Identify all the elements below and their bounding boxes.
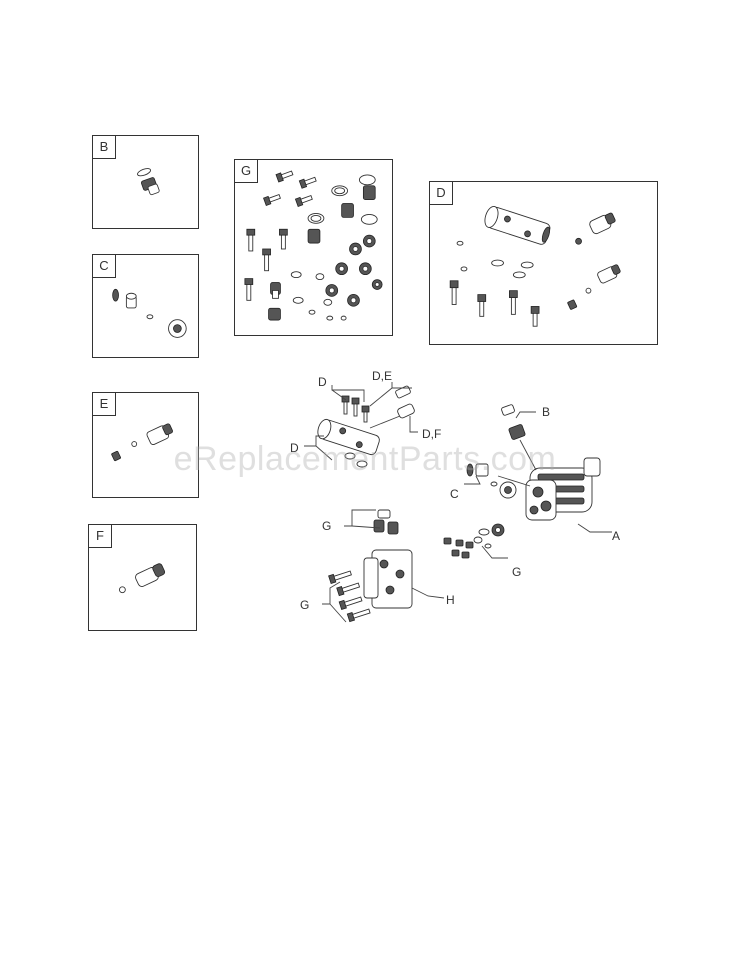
kit-g-parts-illustration	[244, 170, 383, 321]
kit-box-c: C	[92, 254, 199, 358]
kit-label-e: E	[93, 393, 116, 416]
callout-d-f: D,F	[422, 427, 441, 441]
kit-e-parts-illustration	[111, 423, 173, 462]
kit-c-parts-illustration	[112, 288, 187, 338]
callout-c: C	[450, 487, 459, 501]
kit-b-parts-illustration	[137, 168, 160, 196]
kit-box-b: B	[92, 135, 199, 229]
kit-label-d: D	[430, 182, 453, 205]
callout-g-right: G	[512, 565, 521, 579]
callout-g-top: G	[322, 519, 331, 533]
manifold-assembly	[317, 385, 415, 468]
kit-label-f: F	[89, 525, 112, 548]
callout-d-top: D	[318, 375, 327, 389]
callout-h: H	[446, 593, 455, 607]
kit-box-e: E	[92, 392, 199, 498]
main-assembly-illustration: D D,E D D,F B C A G G G H	[290, 369, 620, 623]
kit-box-f: F	[88, 524, 197, 631]
pump-head	[328, 509, 413, 623]
kit-label-c: C	[93, 255, 116, 278]
callout-d-e: D,E	[372, 369, 392, 383]
kit-d-parts-illustration	[449, 206, 621, 327]
callout-g-left: G	[300, 598, 309, 612]
kit-label-g: G	[235, 160, 258, 183]
kit-label-b: B	[93, 136, 116, 159]
callout-b: B	[542, 405, 550, 419]
callout-d-left: D	[290, 441, 299, 455]
kit-box-d: D	[429, 181, 658, 345]
kit-f-parts-illustration	[118, 563, 166, 594]
callout-a: A	[612, 529, 620, 543]
pump-body	[497, 457, 601, 521]
kit-box-g: G	[234, 159, 393, 336]
